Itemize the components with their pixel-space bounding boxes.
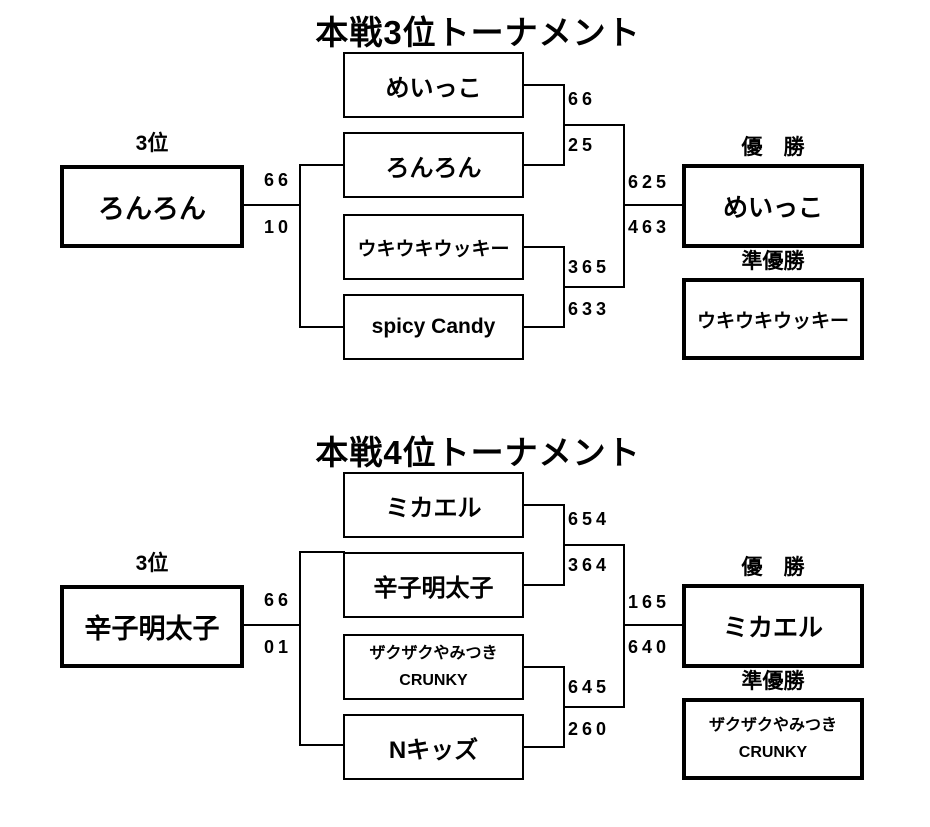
connector-line <box>299 744 345 746</box>
player-name-line1: Nキッズ <box>388 736 479 764</box>
score-semi1-bottom: 25 <box>568 135 597 155</box>
runner-up-label: 準優勝 <box>741 670 805 693</box>
winner-name-line1: ミカエル <box>722 614 823 642</box>
runner-up-name-line2: CRUNKY <box>738 744 808 761</box>
player-box: ミカエル <box>343 472 524 538</box>
player-box: めいっこ <box>343 52 524 118</box>
seed-player-name: ろんろん <box>98 194 206 224</box>
seed-player-name: 辛子明太子 <box>84 614 220 644</box>
player-box: spicy Candy <box>343 294 524 360</box>
player-box: ろんろん <box>343 132 524 198</box>
winner-box: ミカエル <box>682 584 864 668</box>
connector-line <box>523 84 565 86</box>
connector-line <box>623 124 625 288</box>
player-box: ウキウキウッキー <box>343 214 524 280</box>
winner-label: 優 勝 <box>741 136 805 159</box>
connector-line <box>523 504 565 506</box>
score-final-top: 625 <box>628 172 671 192</box>
score-seed-top: 66 <box>264 590 293 610</box>
score-seed-top: 66 <box>264 170 293 190</box>
score-seed-bottom: 01 <box>264 637 293 657</box>
score-semi1-top: 654 <box>568 509 611 529</box>
connector-line <box>623 624 683 626</box>
seed-rank-label: 3位 <box>135 552 169 575</box>
player-name-line1: ザクザクやみつき <box>369 644 498 662</box>
player-name-line1: spicy Candy <box>371 315 496 338</box>
connector-line <box>299 164 345 166</box>
connector-line <box>623 544 625 708</box>
connector-line <box>523 246 565 248</box>
connector-line <box>523 584 565 586</box>
connector-line <box>299 551 301 746</box>
seed-player-box: ろんろん <box>60 165 244 248</box>
score-semi2-top: 365 <box>568 257 611 277</box>
runner-up-box: ザクザクやみつき CRUNKY <box>682 698 864 780</box>
score-semi2-bottom: 633 <box>568 299 611 319</box>
score-final-top: 165 <box>628 592 671 612</box>
runner-up-label: 準優勝 <box>741 250 805 273</box>
winner-name-line1: めいっこ <box>722 194 823 222</box>
connector-line <box>563 286 624 288</box>
winner-label: 優 勝 <box>741 556 805 579</box>
connector-line <box>299 326 345 328</box>
player-box: ザクザクやみつき CRUNKY <box>343 634 524 700</box>
connector-line <box>563 124 624 126</box>
connector-line <box>299 164 301 328</box>
connector-line <box>523 164 565 166</box>
bracket-title: 本戦3位トーナメント <box>315 14 641 51</box>
score-semi1-bottom: 364 <box>568 555 611 575</box>
connector-line <box>623 204 683 206</box>
player-name-line2: CRUNKY <box>399 672 468 689</box>
connector-line <box>563 706 624 708</box>
player-name-line1: ミカエル <box>385 494 482 522</box>
score-final-bottom: 463 <box>628 217 671 237</box>
bracket-title: 本戦4位トーナメント <box>315 434 641 471</box>
score-final-bottom: 640 <box>628 637 671 657</box>
player-name-line1: ウキウキウッキー <box>357 238 510 260</box>
runner-up-box: ウキウキウッキー <box>682 278 864 360</box>
bracket-4th-tournament: 本戦4位トーナメント 3位 辛子明太子 66 01 ミカエル 辛子明太子 ザクザ… <box>0 420 930 827</box>
winner-box: めいっこ <box>682 164 864 248</box>
connector-line <box>523 326 565 328</box>
connector-line <box>523 746 565 748</box>
score-semi2-top: 645 <box>568 677 611 697</box>
connector-line <box>523 666 565 668</box>
player-name-line1: 辛子明太子 <box>373 574 494 602</box>
bracket-3rd-tournament: 本戦3位トーナメント 3位 ろんろん 66 10 めいっこ ろんろん ウキウキウ… <box>60 14 864 360</box>
player-box: 辛子明太子 <box>343 552 524 618</box>
runner-up-name-line1: ウキウキウッキー <box>696 310 849 332</box>
runner-up-name-line1: ザクザクやみつき <box>708 716 837 734</box>
seed-player-box: 辛子明太子 <box>60 585 244 668</box>
connector-line <box>299 551 345 553</box>
seed-rank-label: 3位 <box>135 132 169 155</box>
connector-line <box>563 544 624 546</box>
score-seed-bottom: 10 <box>264 217 293 237</box>
player-box: Nキッズ <box>343 714 524 780</box>
player-name-line1: めいっこ <box>385 74 482 102</box>
connector-line <box>243 204 301 206</box>
score-semi2-bottom: 260 <box>568 719 611 739</box>
player-name-line1: ろんろん <box>385 154 482 182</box>
connector-line <box>243 624 301 626</box>
score-semi1-top: 66 <box>568 89 597 109</box>
